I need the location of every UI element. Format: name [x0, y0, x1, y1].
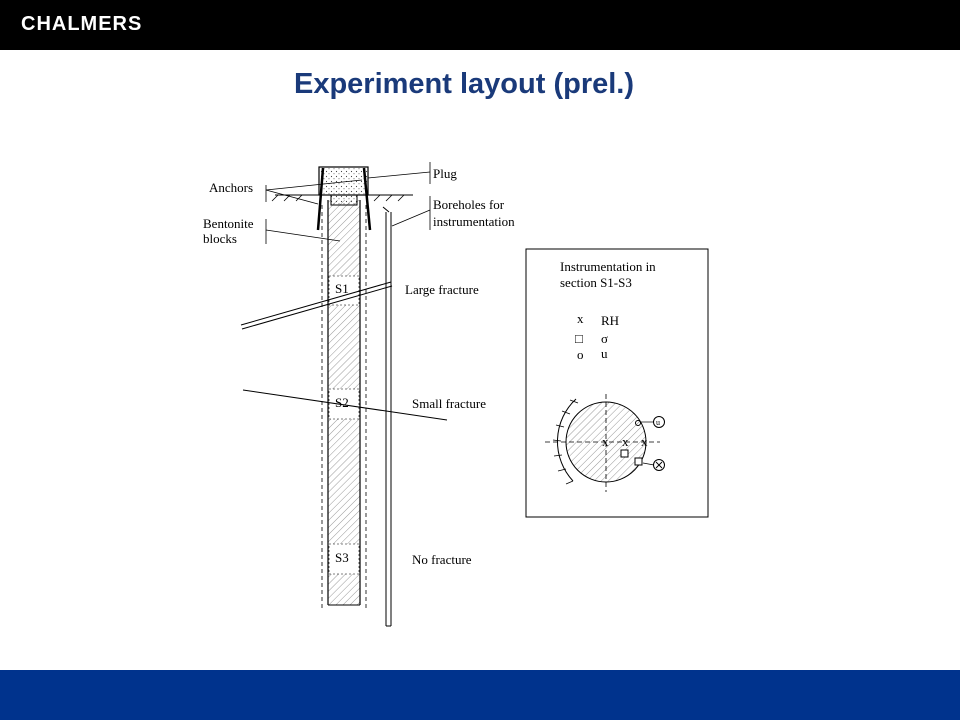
svg-text:x: x — [577, 311, 584, 326]
instrumentation-borehole — [382, 206, 392, 627]
svg-text:σ: σ — [601, 331, 608, 346]
inset-title-line2: section S1-S3 — [560, 275, 632, 290]
svg-text:S3: S3 — [335, 550, 349, 565]
label-boreholes: Boreholes for instrumentation — [391, 196, 515, 230]
label-anchors: Anchors — [209, 179, 363, 205]
footer-bar — [0, 670, 960, 720]
svg-text:RH: RH — [601, 313, 619, 328]
svg-text:S1: S1 — [335, 281, 349, 296]
svg-text:Plug: Plug — [433, 166, 457, 181]
plug — [318, 166, 369, 206]
svg-text:x: x — [602, 434, 609, 449]
svg-text:Anchors: Anchors — [209, 180, 253, 195]
small-fracture — [242, 389, 448, 421]
inset-cross-section: x x x u — [545, 394, 665, 492]
section-s3: S3 — [328, 543, 360, 575]
label-no-fracture: No fracture — [412, 552, 472, 567]
label-small-fracture: Small fracture — [412, 396, 486, 411]
svg-text:x: x — [622, 434, 629, 449]
svg-text:□: □ — [575, 331, 583, 346]
svg-text:instrumentation: instrumentation — [433, 214, 515, 229]
instrumentation-inset: Instrumentation in section S1-S3 x □ o R… — [525, 248, 709, 518]
svg-text:Boreholes for: Boreholes for — [433, 197, 505, 212]
svg-text:S2: S2 — [335, 395, 349, 410]
inset-legend: x □ o RH σ u — [575, 311, 619, 362]
svg-text:blocks: blocks — [203, 231, 237, 246]
chalmers-logo: CHALMERS — [21, 13, 143, 35]
inset-title-line1: Instrumentation in — [560, 259, 656, 274]
svg-text:Bentonite: Bentonite — [203, 216, 254, 231]
svg-text:u: u — [656, 418, 660, 427]
svg-text:x: x — [641, 434, 648, 449]
label-bentonite-blocks: Bentonite blocks — [203, 216, 341, 246]
svg-text:o: o — [577, 347, 584, 362]
section-s2: S2 — [328, 388, 360, 420]
svg-text:u: u — [601, 346, 608, 361]
section-s1: S1 — [328, 275, 360, 306]
large-fracture — [240, 281, 393, 330]
label-plug: Plug — [367, 162, 457, 184]
page-title: Experiment layout (prel.) — [293, 68, 634, 100]
anchors — [316, 167, 372, 231]
header-bar: CHALMERS — [0, 0, 960, 50]
label-large-fracture: Large fracture — [405, 282, 479, 297]
